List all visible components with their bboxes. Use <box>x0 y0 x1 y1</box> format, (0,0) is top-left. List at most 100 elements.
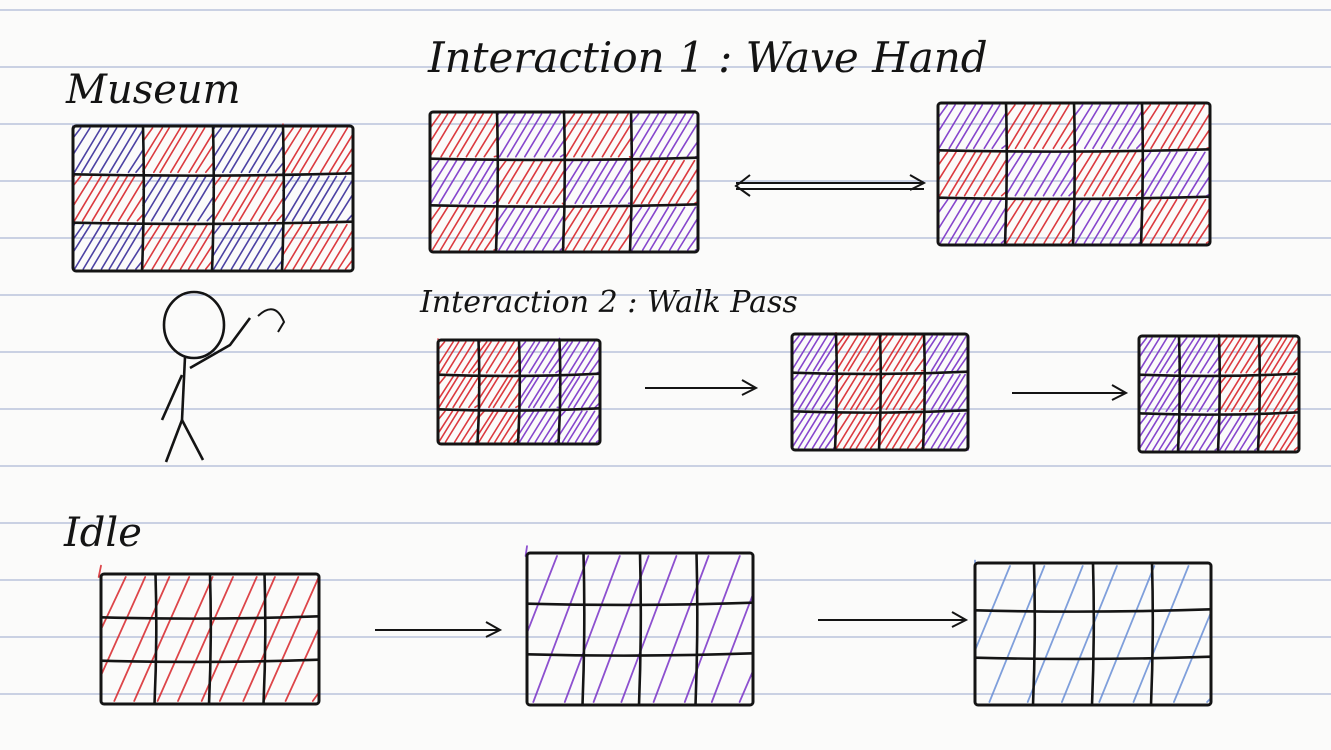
hatch-stroke <box>568 341 590 374</box>
hatch-stroke <box>1218 375 1242 413</box>
hatch-stroke <box>1207 356 1220 374</box>
hatch-stroke <box>668 206 697 251</box>
hatch-stroke <box>1205 430 1220 451</box>
hatch-stroke <box>142 175 162 207</box>
hatch-stroke <box>1005 198 1017 214</box>
hatch-stroke <box>283 127 313 174</box>
hatch-stroke <box>930 412 954 449</box>
grid-cell-red <box>477 374 520 409</box>
hatch-stroke <box>248 223 277 270</box>
hatch-stroke <box>630 206 643 223</box>
hatch-stroke <box>543 170 565 205</box>
hatch-stroke <box>267 197 284 222</box>
hatch-stroke <box>835 373 851 398</box>
hatch-stroke <box>1014 151 1043 197</box>
hatch-stroke <box>483 136 498 158</box>
hatch-stroke <box>90 223 119 270</box>
hatch-stroke <box>1052 208 1075 244</box>
hatch-stroke <box>1005 104 1026 137</box>
hatch-stroke <box>618 184 632 205</box>
hatch-stroke <box>429 113 441 130</box>
hatch-stroke <box>107 175 136 222</box>
hatch-stroke <box>1233 414 1257 451</box>
hatch-stroke <box>1178 337 1196 363</box>
hatch-stroke <box>563 159 591 204</box>
hatch-stroke <box>686 140 699 158</box>
hatch-stroke <box>880 373 903 411</box>
hatch-stroke <box>500 377 520 409</box>
hatch-stroke <box>231 175 260 222</box>
hatch-stroke <box>817 341 837 372</box>
hatch-stroke <box>133 576 191 702</box>
arrow-right <box>375 621 503 638</box>
hatch-stroke <box>1138 337 1153 359</box>
arrow-head <box>909 174 927 191</box>
hatch-stroke <box>1111 104 1139 150</box>
grid-cell-red <box>1141 198 1211 244</box>
hatch-stroke <box>938 104 966 150</box>
hatch-stroke <box>534 159 563 205</box>
hatch-stroke <box>336 146 354 174</box>
hatch-stroke <box>937 104 956 133</box>
hatch-stroke <box>983 159 1007 197</box>
hatch-stroke <box>438 410 459 443</box>
hatch-stroke <box>573 375 595 409</box>
hatch-stroke <box>533 113 561 158</box>
grid-line-vertical <box>1149 562 1155 706</box>
grid-cell-red <box>1005 104 1075 150</box>
grid-cell-red <box>1141 104 1211 150</box>
hatch-stroke <box>1178 414 1202 451</box>
hatch-stroke <box>1150 151 1178 197</box>
hatch-stroke <box>142 127 164 160</box>
grid-line-vertical <box>207 573 213 705</box>
hatch-stroke <box>100 576 127 631</box>
grid-line-vertical <box>210 125 216 272</box>
hatch-stroke <box>153 127 182 174</box>
grid-cell-purple <box>558 372 601 409</box>
grid-cell-navy <box>212 125 284 174</box>
hatch-stroke <box>824 393 837 411</box>
interaction2-grid-2 <box>790 331 970 452</box>
hatch-stroke <box>1142 104 1170 150</box>
grid-cell-red <box>563 110 632 159</box>
hatch-stroke <box>196 243 214 270</box>
hatch-stroke <box>805 335 829 372</box>
hatch-stroke <box>1258 414 1280 449</box>
hatch-stroke <box>668 159 696 205</box>
hatch-stroke <box>1138 375 1161 411</box>
hatch-stroke <box>265 145 284 174</box>
grid-cell-red <box>1258 412 1300 451</box>
hatch-stroke <box>283 175 313 222</box>
hatch-stroke <box>1231 337 1255 374</box>
interaction1-grid-after <box>936 101 1212 247</box>
hatch-stroke <box>507 159 536 205</box>
hatch-stroke <box>239 223 268 270</box>
hatch-stroke <box>677 217 699 251</box>
hatch-stroke <box>956 354 969 372</box>
hatch-stroke <box>891 412 915 449</box>
hatch-stroke <box>738 670 754 703</box>
idle-grid-purple <box>524 545 755 707</box>
hatch-stroke <box>558 375 576 401</box>
hatch-stroke <box>849 412 873 449</box>
hatch-stroke <box>1109 198 1138 244</box>
hatch-stroke <box>335 193 354 222</box>
grid-cell-purple <box>518 375 561 409</box>
hatch-stroke <box>574 410 596 443</box>
hatch-stroke <box>1164 428 1180 451</box>
hatch-stroke <box>240 127 269 174</box>
hatch-stroke <box>983 112 1007 150</box>
grid-line-vertical <box>1176 335 1182 453</box>
hatch-stroke <box>1224 414 1248 451</box>
hatch-stroke <box>1001 144 1007 150</box>
hatch-stroke <box>290 127 320 174</box>
hatch-stroke <box>1187 159 1211 197</box>
hatch-stroke <box>177 127 206 174</box>
hatch-stroke <box>1074 198 1103 244</box>
hatch-stroke <box>563 113 576 130</box>
hatch-stroke <box>957 433 969 449</box>
hatch-stroke <box>169 127 199 174</box>
hatch-stroke <box>487 410 509 443</box>
hatch-stroke <box>308 127 337 174</box>
hatch-stroke <box>1043 198 1071 244</box>
